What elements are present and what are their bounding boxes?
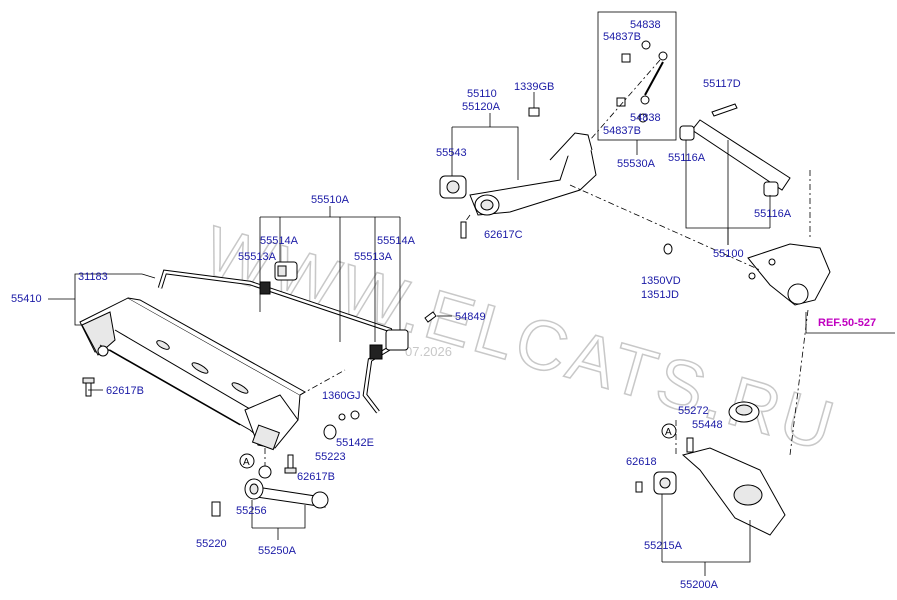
nut-1339gb [528, 107, 540, 117]
part-label-55116a-top[interactable]: 55116A [668, 152, 706, 164]
trailing-arm-55110 [469, 132, 597, 216]
part-label-55220[interactable]: 55220 [196, 538, 227, 550]
reference-label[interactable]: REF.50-527 [818, 317, 876, 329]
part-label-1360gj[interactable]: 1360GJ [322, 390, 361, 402]
part-label-55215a[interactable]: 55215A [644, 540, 683, 552]
spring-seat-55272 [728, 401, 760, 423]
part-label-55410[interactable]: 55410 [11, 293, 42, 305]
watermark-date: 07.2026 [405, 344, 452, 359]
stabilizer-bushing-left [259, 261, 298, 295]
part-label-55256[interactable]: 55256 [236, 505, 267, 517]
bolt-62618 [635, 481, 643, 493]
bolt-54849 [424, 311, 437, 323]
part-label-55514a-right[interactable]: 55514A [377, 235, 416, 247]
callout-a-right: A [661, 423, 677, 439]
part-label-55120a[interactable]: 55120A [462, 101, 501, 113]
part-label-55513a-right[interactable]: 55513A [354, 251, 393, 263]
part-label-55200a[interactable]: 55200A [680, 579, 719, 591]
upper-arm-55100 [679, 103, 791, 197]
watermark-text: WWW.ELCATS.RU [196, 211, 846, 466]
assembly-dash-lines [264, 59, 811, 466]
part-label-54849[interactable]: 54849 [455, 311, 486, 323]
part-label-55272[interactable]: 55272 [678, 405, 709, 417]
part-label-55250a[interactable]: 55250A [258, 545, 297, 557]
lower-arm-55200a [653, 447, 786, 536]
part-label-54837b-bottom[interactable]: 54837B [603, 125, 641, 137]
bolt-55220 [211, 501, 221, 517]
part-label-55510a[interactable]: 55510A [311, 194, 350, 206]
part-label-54838-top[interactable]: 54838 [630, 19, 661, 31]
part-label-1351jd[interactable]: 1351JD [641, 289, 679, 301]
part-labels: 54838 54837B 1339GB 55110 55120A 55117D … [11, 19, 792, 591]
part-label-62617b-center[interactable]: 62617B [297, 471, 335, 483]
part-label-62617b-left[interactable]: 62617B [106, 385, 144, 397]
bushing-55543 [439, 175, 467, 199]
washer-1350vd [663, 243, 673, 255]
stabilizer-link-55530a [616, 40, 668, 123]
part-label-55117d[interactable]: 55117D [703, 78, 741, 90]
leader-lines [48, 11, 895, 576]
part-label-55110[interactable]: 55110 [467, 88, 497, 100]
part-label-55223[interactable]: 55223 [315, 451, 346, 463]
bolt-55448 [686, 437, 694, 453]
link-55142e [338, 410, 360, 421]
bolt-62617c [460, 221, 467, 239]
svg-text:A: A [665, 427, 672, 438]
callout-a-left: A [239, 453, 255, 469]
part-label-55543[interactable]: 55543 [436, 147, 467, 159]
bolt-62617b-left [82, 377, 95, 397]
part-label-1350vd[interactable]: 1350VD [641, 275, 681, 287]
part-label-62618[interactable]: 62618 [626, 456, 657, 468]
subframe-crossmember [79, 297, 306, 451]
bushing-55223 [323, 424, 337, 440]
stabilizer-bushing-right [369, 329, 409, 360]
part-label-55116a-bottom[interactable]: 55116A [754, 208, 792, 220]
part-label-55513a-left[interactable]: 55513A [238, 251, 277, 263]
part-label-55530a[interactable]: 55530A [617, 158, 656, 170]
part-label-62617c[interactable]: 62617C [484, 229, 523, 241]
part-label-55448[interactable]: 55448 [692, 419, 723, 431]
lateral-arm-55250a [244, 465, 329, 509]
part-label-31183[interactable]: 31183 [78, 271, 108, 283]
part-label-54838-bottom[interactable]: 54838 [630, 112, 661, 124]
part-label-54837b-top[interactable]: 54837B [603, 31, 641, 43]
part-label-1339gb[interactable]: 1339GB [514, 81, 554, 93]
part-label-55514a-left[interactable]: 55514A [260, 235, 299, 247]
svg-text:A: A [243, 457, 250, 468]
part-label-55100[interactable]: 55100 [713, 248, 744, 260]
part-label-55142e[interactable]: 55142E [336, 437, 374, 449]
knuckle [747, 243, 831, 306]
bolt-62617b-center [284, 454, 297, 474]
